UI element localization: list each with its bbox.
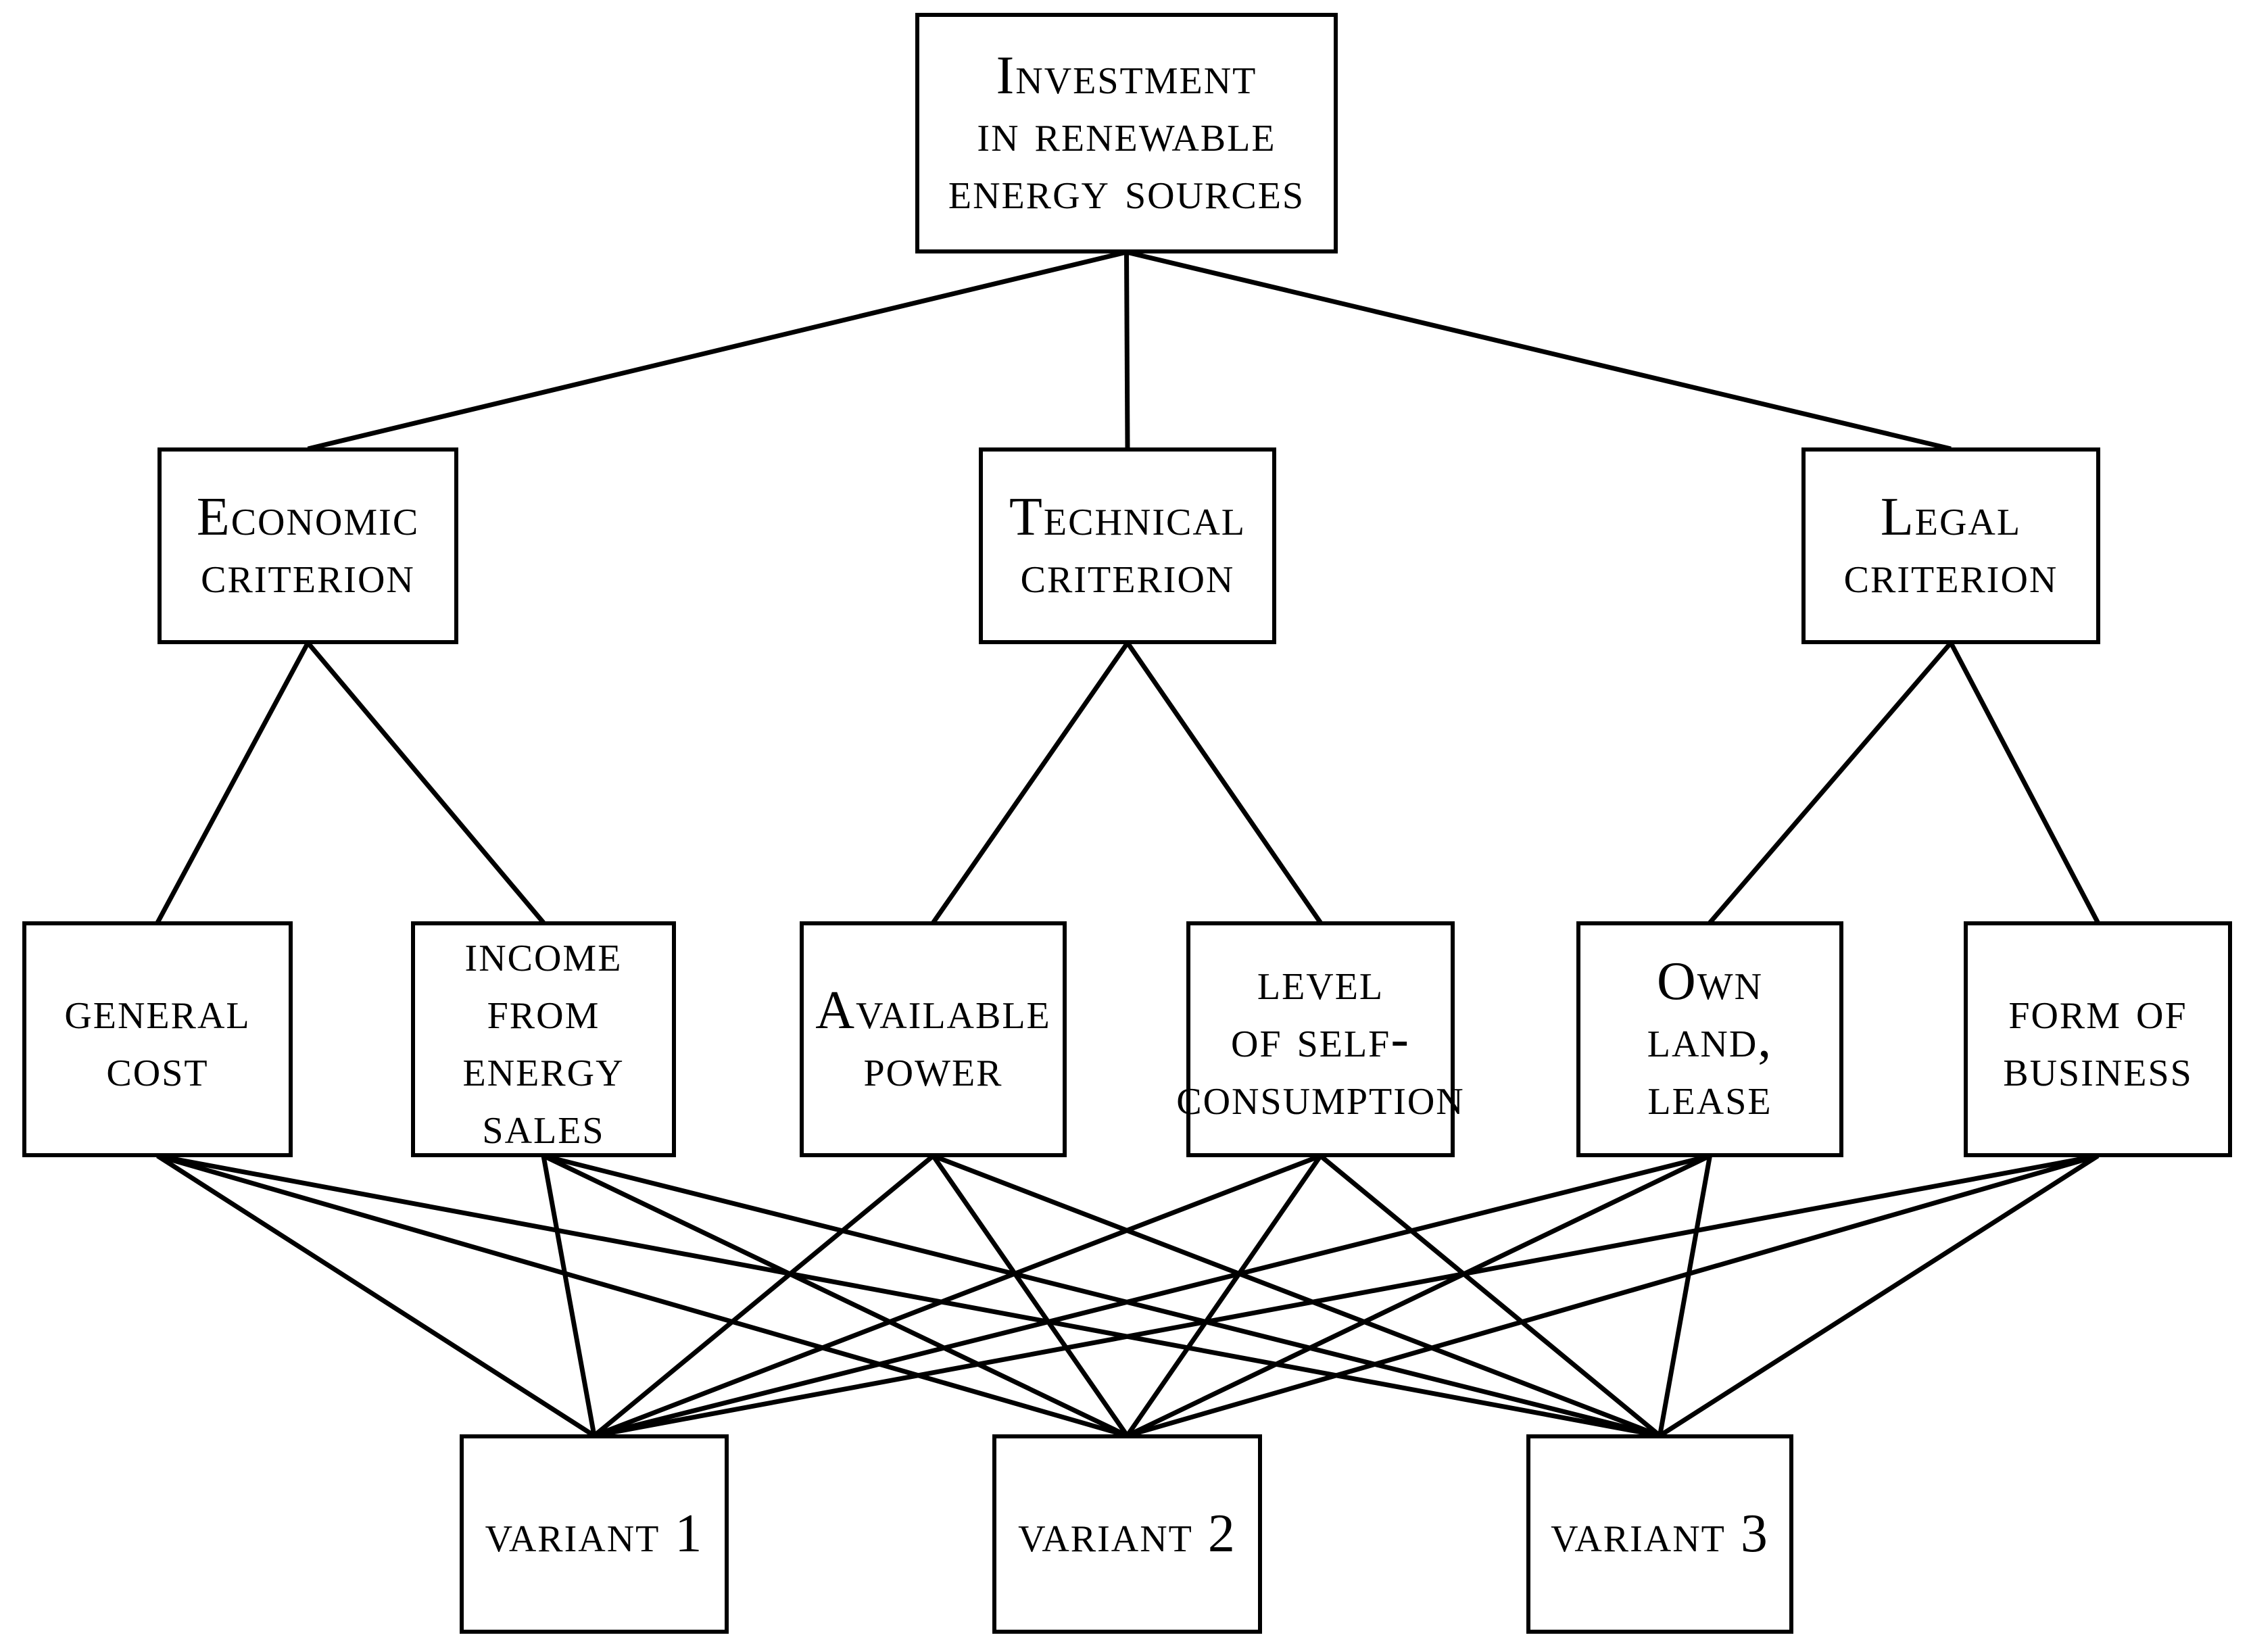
node-goal-line: Investment bbox=[996, 45, 1257, 105]
node-variant-3: variant 3 bbox=[1526, 1434, 1793, 1634]
node-self-consumption-line: of self- bbox=[1231, 1009, 1410, 1069]
node-own-land-line: lease bbox=[1647, 1067, 1772, 1126]
node-form-of-business-line: business bbox=[2003, 1038, 2193, 1098]
node-goal-line: in renewable bbox=[977, 103, 1276, 163]
node-variant-2: variant 2 bbox=[992, 1434, 1262, 1634]
node-technical-criterion: Technical criterion bbox=[979, 447, 1276, 644]
node-variant-1: variant 1 bbox=[460, 1434, 729, 1634]
node-goal-line: energy sources bbox=[948, 160, 1305, 220]
node-variant-2-label: variant 2 bbox=[1018, 1504, 1236, 1563]
node-legal-criterion: Legal criterion bbox=[1801, 447, 2100, 644]
node-general-cost: general cost bbox=[22, 921, 293, 1157]
node-level-of-self-consumption: level of self- consumption bbox=[1176, 921, 1463, 1157]
node-income-line: energy bbox=[462, 1038, 625, 1098]
node-income-line: income bbox=[464, 923, 623, 983]
node-legal-line: criterion bbox=[1843, 544, 2058, 604]
node-economic-line: Economic bbox=[196, 487, 420, 547]
node-available-power-line: power bbox=[863, 1038, 1003, 1098]
node-general-cost-line: cost bbox=[106, 1038, 209, 1098]
node-income-line: sales bbox=[482, 1095, 605, 1155]
node-available-power: Available power bbox=[800, 921, 1067, 1157]
node-income-from-energy-sales: income from energy sales bbox=[411, 921, 676, 1157]
node-self-consumption-line: consumption bbox=[1176, 1067, 1465, 1126]
node-economic-criterion: Economic criterion bbox=[158, 447, 458, 644]
node-legal-line: Legal bbox=[1880, 487, 2022, 547]
node-economic-line: criterion bbox=[201, 544, 415, 604]
node-form-of-business: form of business bbox=[1964, 921, 2232, 1157]
node-own-land-line: land, bbox=[1647, 1009, 1773, 1069]
node-technical-line: Technical bbox=[1009, 487, 1246, 547]
node-variant-3-label: variant 3 bbox=[1551, 1504, 1769, 1563]
node-form-of-business-line: form of bbox=[2008, 980, 2187, 1040]
node-income-line: from bbox=[487, 980, 600, 1040]
node-technical-line: criterion bbox=[1020, 544, 1235, 604]
node-self-consumption-line: level bbox=[1257, 952, 1384, 1011]
node-variant-1-label: variant 1 bbox=[485, 1504, 704, 1563]
node-general-cost-line: general bbox=[64, 980, 251, 1040]
node-own-land-lease: Own land, lease bbox=[1576, 921, 1843, 1157]
node-goal: Investment in renewable energy sources bbox=[915, 13, 1338, 253]
node-available-power-line: Available bbox=[815, 980, 1051, 1040]
node-own-land-line: Own bbox=[1656, 952, 1764, 1011]
